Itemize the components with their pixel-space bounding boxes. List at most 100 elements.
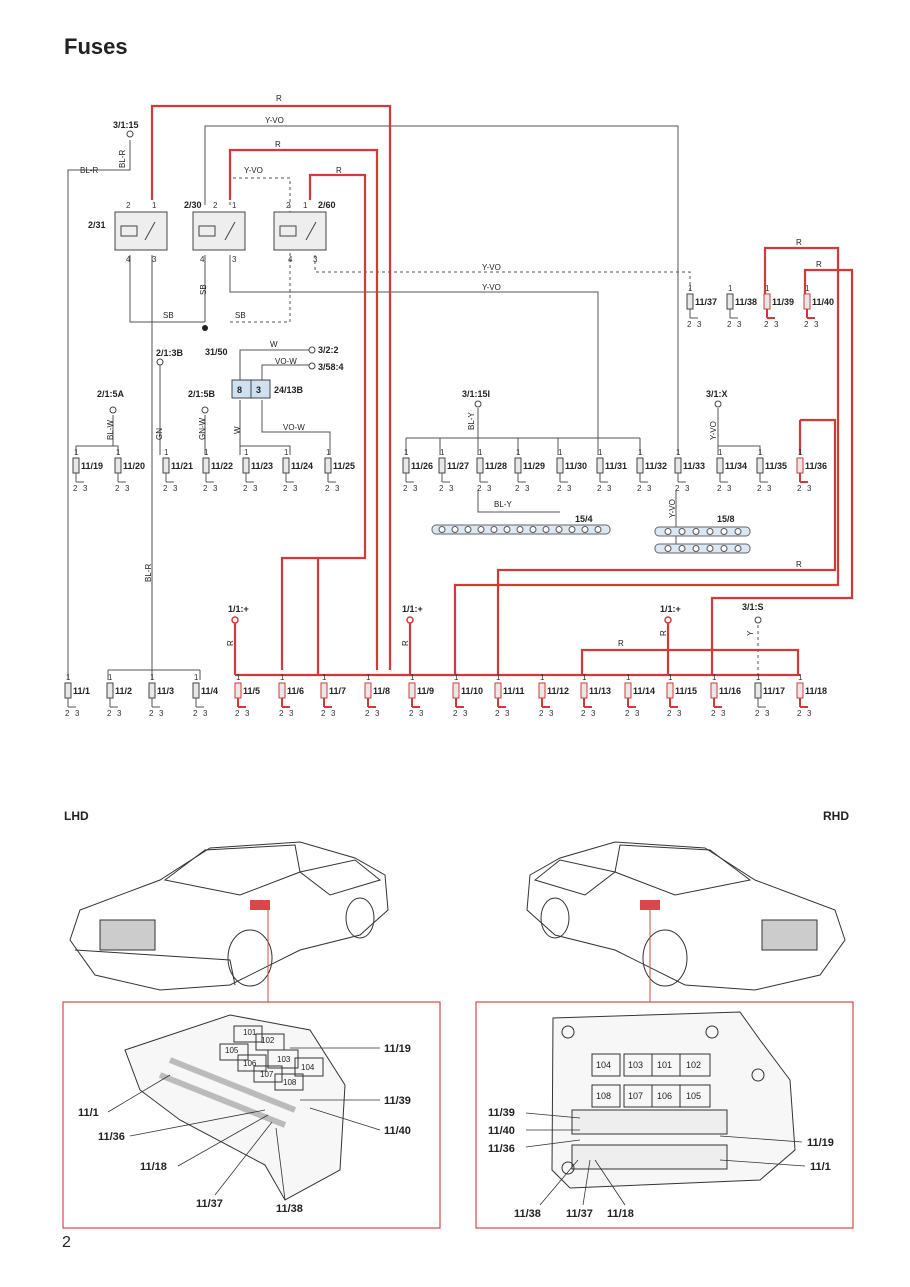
fuse-pin-label: 3 (413, 484, 418, 493)
block-pin-right: 3 (256, 385, 261, 395)
svg-text:GN-W: GN-W (198, 417, 207, 440)
svg-text:11/36: 11/36 (488, 1143, 515, 1155)
fuse-label: 11/22 (211, 461, 233, 471)
fuse-pin-label: 2 (797, 709, 802, 718)
fuse-pin-label: 1 (366, 673, 371, 682)
fuse-pin-label: 2 (279, 709, 284, 718)
svg-text:R: R (401, 640, 410, 646)
fuse-pin-label: 2 (115, 484, 120, 493)
svg-text:106: 106 (657, 1091, 672, 1101)
fuse-label: 11/25 (333, 461, 355, 471)
relay-label: 2/31 (88, 220, 106, 230)
svg-text:104: 104 (596, 1060, 611, 1070)
fuse-pin-label: 3 (607, 484, 612, 493)
fuse-pin-label: 3 (647, 484, 652, 493)
fuse-pin-label: 2 (149, 709, 154, 718)
fuse-pin-label: 3 (487, 484, 492, 493)
car-lhd-illustration (69, 841, 389, 991)
fuse-label: 11/11 (503, 686, 525, 696)
svg-text:11/18: 11/18 (140, 1161, 167, 1173)
svg-text:Y-VO: Y-VO (709, 421, 718, 440)
fuse-pin-label: 1 (150, 673, 155, 682)
svg-text:11/19: 11/19 (384, 1043, 411, 1055)
svg-text:R: R (226, 640, 235, 646)
svg-text:R: R (816, 260, 822, 269)
block-pin-left: 8 (237, 385, 242, 395)
relay-block-24-13b: 8 3 (231, 379, 271, 399)
fuse-pin-label: 2 (711, 709, 716, 718)
fuse-pin-label: 3 (449, 484, 454, 493)
fuse-label: 11/30 (565, 461, 587, 471)
ground-junction (202, 325, 208, 331)
svg-text:BL-R: BL-R (118, 150, 127, 168)
fuse-pin-label: 3 (245, 709, 250, 718)
fuse-label: 11/26 (411, 461, 433, 471)
fuse-pin-label: 3 (419, 709, 424, 718)
fuse-pin-label: 1 (712, 673, 717, 682)
rhd-relay-numbers: 104 103 101 102 108 107 106 105 (596, 1060, 701, 1101)
fuse-label: 11/12 (547, 686, 569, 696)
fuse-pin-label: 3 (293, 484, 298, 493)
fuse-pin-label: 3 (75, 709, 80, 718)
fuse-pin-label: 2 (675, 484, 680, 493)
svg-text:102: 102 (686, 1060, 701, 1070)
fuse-pin-label: 3 (83, 484, 88, 493)
connector-label: 2/1:5A (97, 389, 125, 399)
fuse-pin-label: 2 (797, 484, 802, 493)
fuse-pin-label: 2 (727, 320, 732, 329)
svg-text:SB: SB (235, 311, 246, 320)
fuse-pin-label: 1 (718, 448, 723, 457)
fuse-pin-label: 1 (688, 284, 693, 293)
connector-label: 15/4 (575, 514, 593, 524)
fuse-label: 11/37 (695, 297, 717, 307)
fuse-pin-label: 2 (755, 709, 760, 718)
fuse-label: 11/28 (485, 461, 507, 471)
rhd-label: RHD (823, 809, 849, 823)
fuse-pin-label: 3 (335, 484, 340, 493)
svg-text:Y-VO: Y-VO (244, 166, 263, 175)
fuse-pin-label: 2 (557, 484, 562, 493)
fuse-label: 11/35 (765, 461, 787, 471)
svg-text:SB: SB (199, 284, 208, 295)
fuse-pin-label: 1 (322, 673, 327, 682)
page-title: Fuses (64, 34, 128, 59)
connector-label: 3/58:4 (318, 362, 344, 372)
svg-text:4: 4 (126, 255, 131, 264)
svg-text:103: 103 (277, 1055, 291, 1064)
fuse-label: 11/39 (772, 297, 794, 307)
svg-text:11/40: 11/40 (384, 1125, 411, 1137)
fuse-pin-label: 1 (404, 448, 409, 457)
fuse-pin-label: 3 (117, 709, 122, 718)
fuse-pin-label: 2 (73, 484, 78, 493)
svg-text:R: R (796, 560, 802, 569)
fuse-pin-label: 3 (727, 484, 732, 493)
fuse-pin-label: 1 (66, 673, 71, 682)
fuse-pin-label: 1 (74, 448, 79, 457)
fuse-label: 11/24 (291, 461, 313, 471)
fuse-pin-label: 2 (477, 484, 482, 493)
svg-text:11/18: 11/18 (607, 1208, 634, 1220)
fuse-pin-label: 2 (235, 709, 240, 718)
rhd-fuse-box (551, 1011, 796, 1189)
fuse-pin-label: 2 (243, 484, 248, 493)
fuse-pin-label: 1 (598, 448, 603, 457)
fuse-pin-label: 2 (283, 484, 288, 493)
battery-feed-wiring (150, 104, 854, 677)
connector-label: 24/13B (274, 385, 304, 395)
svg-text:2: 2 (126, 201, 131, 210)
svg-text:R: R (276, 94, 282, 103)
svg-text:BL-W: BL-W (106, 420, 115, 440)
fuse-pin-label: 2 (637, 484, 642, 493)
connector-label: 3/1:S (742, 602, 764, 612)
lhd-relay-numbers: 101 102 103 104 105 106 107 108 (225, 1028, 315, 1087)
